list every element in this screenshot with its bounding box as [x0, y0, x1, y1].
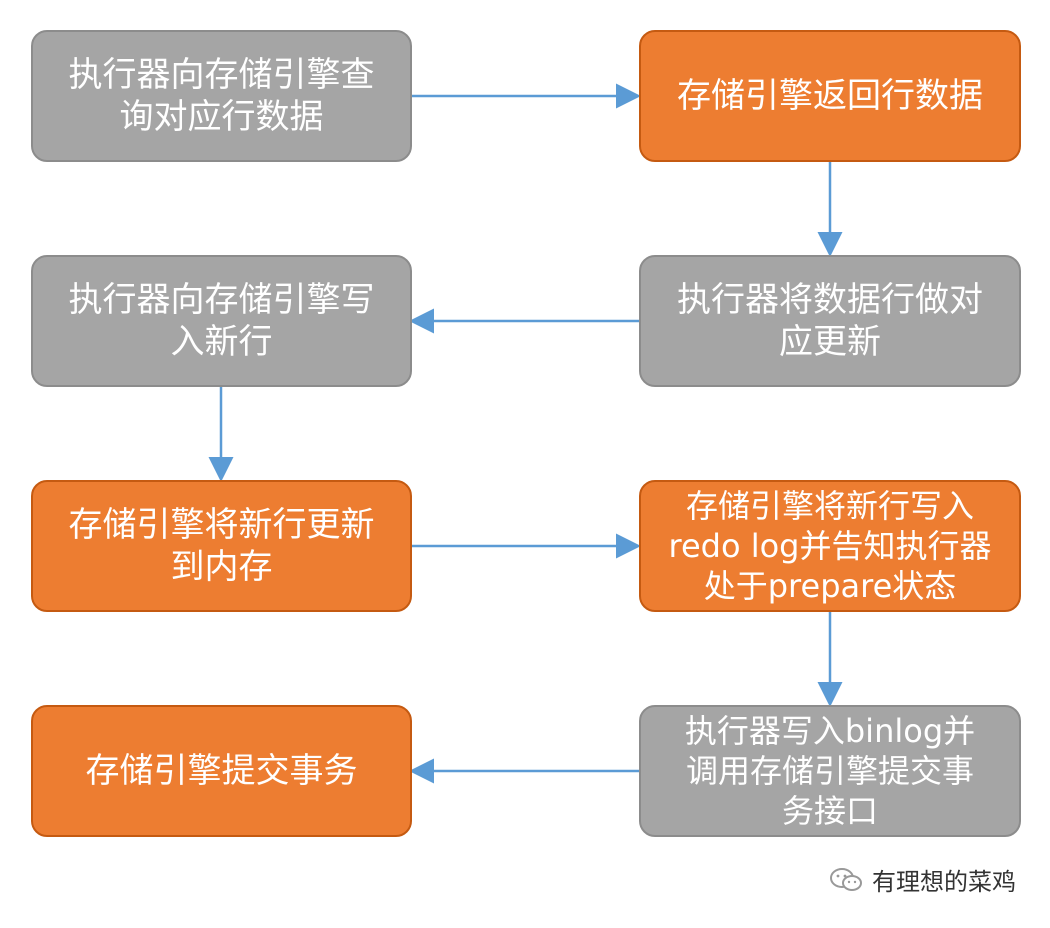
node-update-memory: 存储引擎将新行更新 到内存 [31, 480, 412, 612]
node-label: 存储引擎将新行更新 到内存 [68, 505, 375, 587]
watermark: 有理想的菜鸡 [828, 862, 1016, 897]
node-label: 存储引擎返回行数据 [677, 76, 983, 116]
node-redo-log-prepare: 存储引擎将新行写入 redo log并告知执行器 处于prepare状态 [639, 480, 1021, 612]
node-label: 存储引擎将新行写入 redo log并告知执行器 处于prepare状态 [668, 487, 992, 605]
node-return-row: 存储引擎返回行数据 [639, 30, 1021, 162]
node-label: 执行器向存储引擎写 入新行 [68, 280, 375, 362]
node-label: 执行器向存储引擎查 询对应行数据 [68, 55, 375, 137]
wechat-icon [828, 866, 864, 894]
node-label: 执行器将数据行做对 应更新 [677, 280, 983, 362]
node-commit-transaction: 存储引擎提交事务 [31, 705, 412, 837]
node-write-new-row: 执行器向存储引擎写 入新行 [31, 255, 412, 387]
node-label: 执行器写入binlog并 调用存储引擎提交事 务接口 [684, 712, 976, 830]
watermark-text: 有理想的菜鸡 [872, 868, 1016, 896]
node-update-row: 执行器将数据行做对 应更新 [639, 255, 1021, 387]
node-query-row: 执行器向存储引擎查 询对应行数据 [31, 30, 412, 162]
node-label: 存储引擎提交事务 [85, 751, 358, 791]
node-binlog-commit-call: 执行器写入binlog并 调用存储引擎提交事 务接口 [639, 705, 1021, 837]
